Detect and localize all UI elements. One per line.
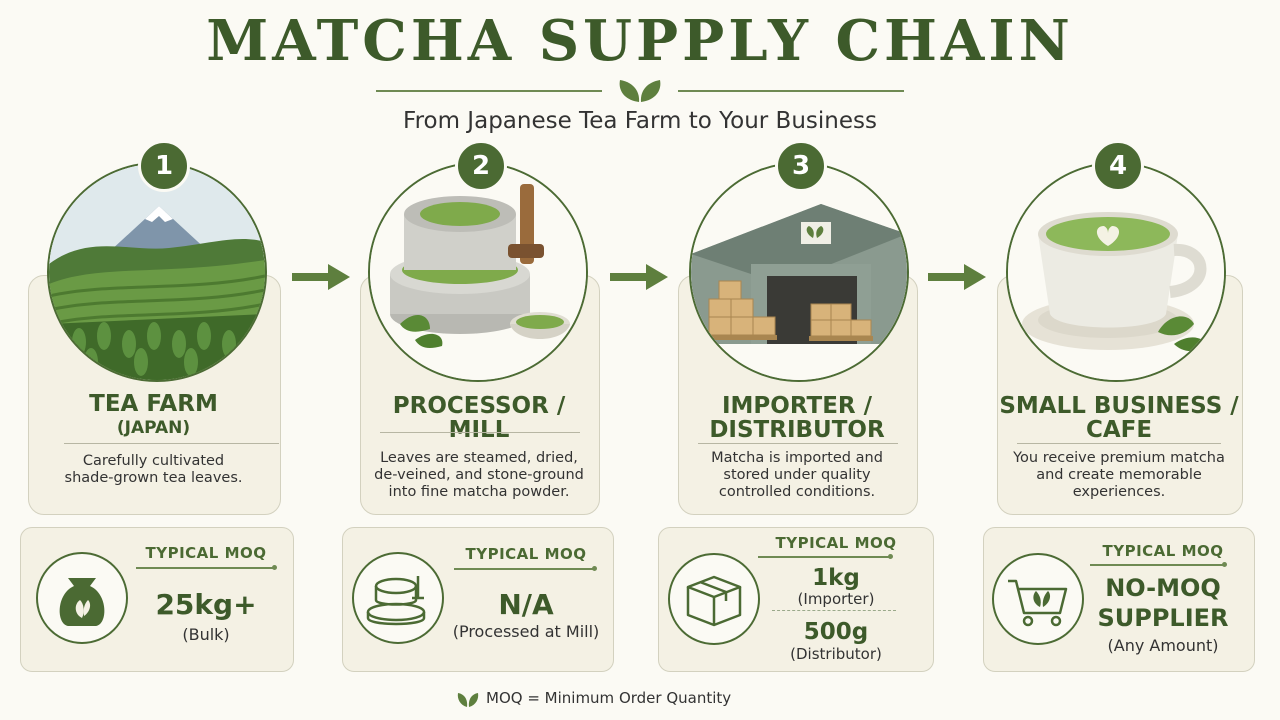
- moq-divider-dot: [1222, 562, 1227, 567]
- matcha-latte-illustration: [1006, 162, 1226, 382]
- title-divider-right: [678, 90, 904, 92]
- title-divider-left: [376, 90, 602, 92]
- step-title-line: SMALL BUSINESS /: [999, 393, 1239, 419]
- moq-divider: [454, 568, 594, 570]
- description-line: and create memorable: [1036, 467, 1202, 483]
- box-icon: [668, 553, 760, 645]
- step-description: Matcha is imported and stored under qual…: [678, 450, 916, 501]
- moq-divider-dot: [272, 565, 277, 570]
- description-line: Leaves are steamed, dried,: [380, 450, 578, 466]
- moq-dashed-divider: [772, 610, 896, 611]
- leaf-icon: [457, 693, 479, 707]
- description-line: de-veined, and stone-ground: [374, 467, 584, 483]
- moq-divider: [1090, 564, 1224, 566]
- arrow-right-icon: [928, 264, 986, 290]
- arrow-right-icon: [610, 264, 668, 290]
- step-divider: [1017, 443, 1221, 444]
- leaf-icon: [619, 80, 661, 102]
- footer-note: MOQ = Minimum Order Quantity: [486, 689, 732, 707]
- page-subtitle: From Japanese Tea Farm to Your Business: [403, 108, 877, 134]
- description-line: controlled conditions.: [718, 484, 876, 500]
- moq-divider-dot: [592, 566, 597, 571]
- step-description: Carefully cultivated shade-grown tea lea…: [28, 453, 279, 487]
- moq-divider-dot: [888, 554, 893, 559]
- arrow-right-icon: [292, 264, 350, 290]
- moq-note: (Any Amount): [1107, 636, 1219, 655]
- step-divider: [698, 443, 898, 444]
- description-line: shade-grown tea leaves.: [64, 470, 243, 486]
- step-divider: [64, 443, 279, 444]
- step-subtitle: (JAPAN): [116, 418, 191, 438]
- step-title-line: IMPORTER /: [721, 393, 873, 419]
- description-line: You receive premium matcha: [1013, 450, 1225, 466]
- description-line: experiences.: [1072, 484, 1166, 500]
- step-number-badge: 2: [455, 140, 507, 192]
- moq-label: TYPICAL MOQ: [145, 544, 267, 562]
- stone-mill-illustration: [368, 162, 588, 382]
- moq-note-distributor: (Distributor): [790, 645, 882, 663]
- description-line: stored under quality: [723, 467, 871, 483]
- moq-value: NO-MOQ SUPPLIER: [1082, 573, 1244, 633]
- moq-note-importer: (Importer): [797, 590, 875, 608]
- step-title: PROCESSOR / MILL: [392, 393, 566, 443]
- warehouse-illustration: [689, 162, 909, 382]
- step-title: TEA FARM: [89, 391, 218, 417]
- step-number-badge: 1: [138, 140, 190, 192]
- moq-label: TYPICAL MOQ: [465, 545, 587, 563]
- step-title: IMPORTER / DISTRIBUTOR: [678, 394, 916, 442]
- sack-icon: [36, 552, 128, 644]
- step-number-badge: 4: [1092, 140, 1144, 192]
- moq-box-importer: [658, 527, 934, 672]
- step-title-line: CAFE: [1085, 417, 1153, 443]
- moq-value: 25kg+: [155, 588, 257, 621]
- step-description: Leaves are steamed, dried, de-veined, an…: [360, 450, 598, 501]
- moq-value-distributor: 500g: [803, 619, 869, 645]
- description-line: Carefully cultivated: [82, 453, 225, 469]
- step-divider: [380, 432, 580, 433]
- page-title: MATCHA SUPPLY CHAIN: [206, 8, 1074, 74]
- step-title-line: DISTRIBUTOR: [709, 417, 885, 443]
- moq-note: (Processed at Mill): [452, 622, 600, 641]
- step-number-badge: 3: [775, 140, 827, 192]
- moq-label: TYPICAL MOQ: [1102, 542, 1224, 560]
- moq-divider: [136, 567, 274, 569]
- moq-divider: [758, 556, 890, 558]
- moq-note: (Bulk): [182, 625, 230, 644]
- moq-label: TYPICAL MOQ: [775, 534, 897, 552]
- moq-value-line: NO-MOQ: [1105, 574, 1221, 602]
- step-title: SMALL BUSINESS / CAFE: [997, 394, 1241, 442]
- tea-farm-illustration: [47, 162, 267, 382]
- description-line: into fine matcha powder.: [388, 484, 570, 500]
- shopping-cart-icon: [992, 553, 1084, 645]
- moq-value: N/A: [498, 588, 554, 621]
- description-line: Matcha is imported and: [711, 450, 883, 466]
- stone-mill-icon: [352, 552, 444, 644]
- moq-value-line: SUPPLIER: [1097, 604, 1229, 632]
- moq-value-importer: 1kg: [812, 565, 860, 591]
- step-description: You receive premium matcha and create me…: [997, 450, 1241, 501]
